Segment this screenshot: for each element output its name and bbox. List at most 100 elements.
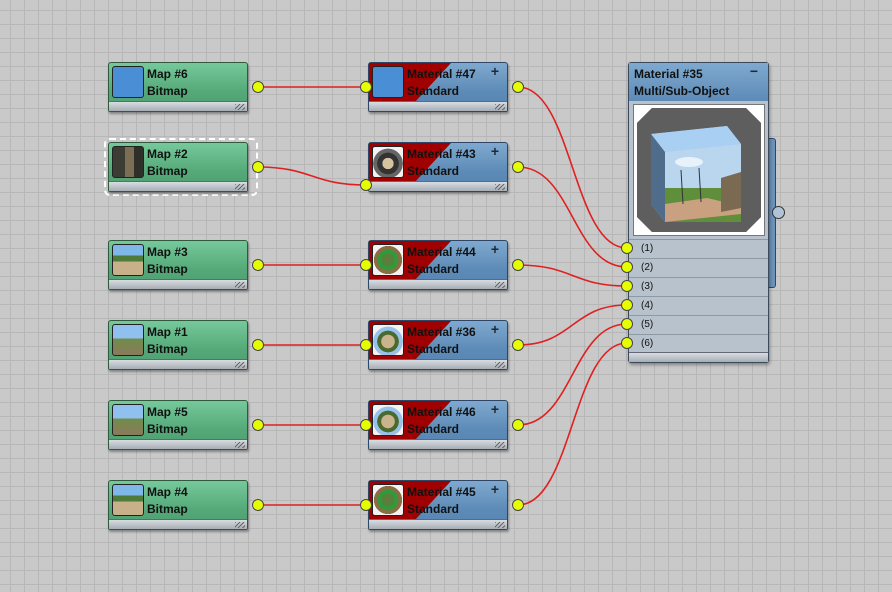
node-footer (109, 439, 247, 449)
output-socket[interactable] (772, 206, 785, 219)
node-type: Standard (407, 164, 460, 178)
expand-icon[interactable]: + (490, 481, 499, 497)
slot-row: (3) (629, 277, 768, 297)
node-title: Map #2 (147, 147, 188, 161)
material-thumbnail (372, 324, 404, 356)
wire (257, 166, 367, 186)
material-thumbnail (372, 244, 404, 276)
node-title: Map #3 (147, 245, 188, 259)
material-output-socket[interactable] (512, 81, 524, 93)
material-input-socket[interactable] (360, 179, 372, 191)
map-output-socket[interactable] (252, 161, 264, 173)
node-type: Bitmap (147, 342, 188, 356)
node-title: Material #36 (407, 325, 476, 339)
slot-label: (1) (641, 243, 654, 254)
node-footer (109, 279, 247, 289)
slot-input-socket[interactable] (621, 242, 633, 254)
map-output-socket[interactable] (252, 419, 264, 431)
slot-label: (6) (641, 338, 654, 349)
node-title: Material #45 (407, 485, 476, 499)
material-input-socket[interactable] (360, 259, 372, 271)
slot-row: (6) (629, 334, 768, 354)
slot-input-socket[interactable] (621, 261, 633, 273)
multi-sub-object-node[interactable]: Material #35 Multi/Sub-Object − (1)(2)(3… (628, 62, 769, 363)
bitmap-thumbnail (112, 66, 144, 98)
node-type: Bitmap (147, 164, 188, 178)
map-output-socket[interactable] (252, 81, 264, 93)
wire (517, 264, 628, 287)
node-header[interactable] (629, 63, 768, 101)
node-footer (369, 359, 507, 369)
node-type: Multi/Sub-Object (634, 84, 730, 98)
slot-row: (2) (629, 258, 768, 278)
node-title: Material #44 (407, 245, 476, 259)
node-footer (109, 101, 247, 111)
slot-input-socket[interactable] (621, 337, 633, 349)
wire (517, 304, 628, 346)
expand-icon[interactable]: + (490, 63, 499, 79)
node-footer (369, 439, 507, 449)
node-footer (629, 352, 768, 362)
node-type: Bitmap (147, 262, 188, 276)
node-footer (109, 359, 247, 369)
slot-input-socket[interactable] (621, 318, 633, 330)
bitmap-thumbnail (112, 484, 144, 516)
node-title: Map #6 (147, 67, 188, 81)
map-node[interactable]: Map #6 Bitmap (108, 62, 248, 112)
collapse-icon[interactable]: − (749, 63, 758, 79)
material-output-socket[interactable] (512, 499, 524, 511)
material-thumbnail (372, 484, 404, 516)
material-input-socket[interactable] (360, 81, 372, 93)
slot-row: (4) (629, 296, 768, 316)
expand-icon[interactable]: + (490, 241, 499, 257)
node-title: Map #4 (147, 485, 188, 499)
bitmap-thumbnail (112, 324, 144, 356)
node-type: Standard (407, 342, 460, 356)
map-output-socket[interactable] (252, 259, 264, 271)
material-output-socket[interactable] (512, 339, 524, 351)
material-thumbnail (372, 66, 404, 98)
node-footer (109, 181, 247, 191)
material-output-socket[interactable] (512, 161, 524, 173)
slot-row: (5) (629, 315, 768, 335)
material-output-socket[interactable] (512, 259, 524, 271)
slot-input-socket[interactable] (621, 280, 633, 292)
wire (517, 86, 628, 249)
material-output-socket[interactable] (512, 419, 524, 431)
wire (517, 342, 628, 506)
node-footer (369, 519, 507, 529)
node-footer (369, 279, 507, 289)
material-input-socket[interactable] (360, 339, 372, 351)
expand-icon[interactable]: + (490, 401, 499, 417)
material-input-socket[interactable] (360, 499, 372, 511)
wire (517, 166, 628, 268)
map-node[interactable]: Map #3 Bitmap (108, 240, 248, 290)
material-input-socket[interactable] (360, 419, 372, 431)
node-footer (369, 181, 507, 191)
slot-label: (4) (641, 300, 654, 311)
bitmap-thumbnail (112, 244, 144, 276)
map-output-socket[interactable] (252, 499, 264, 511)
expand-icon[interactable]: + (490, 143, 499, 159)
bitmap-thumbnail (112, 146, 144, 178)
map-output-socket[interactable] (252, 339, 264, 351)
slot-row: (1) (629, 239, 768, 259)
node-title: Material #43 (407, 147, 476, 161)
cube-preview-image (651, 126, 741, 222)
material-preview (633, 104, 765, 236)
slot-input-socket[interactable] (621, 299, 633, 311)
node-title: Material #46 (407, 405, 476, 419)
node-footer (109, 519, 247, 529)
node-type: Bitmap (147, 84, 188, 98)
map-node[interactable]: Map #2 Bitmap (108, 142, 248, 192)
expand-icon[interactable]: + (490, 321, 499, 337)
